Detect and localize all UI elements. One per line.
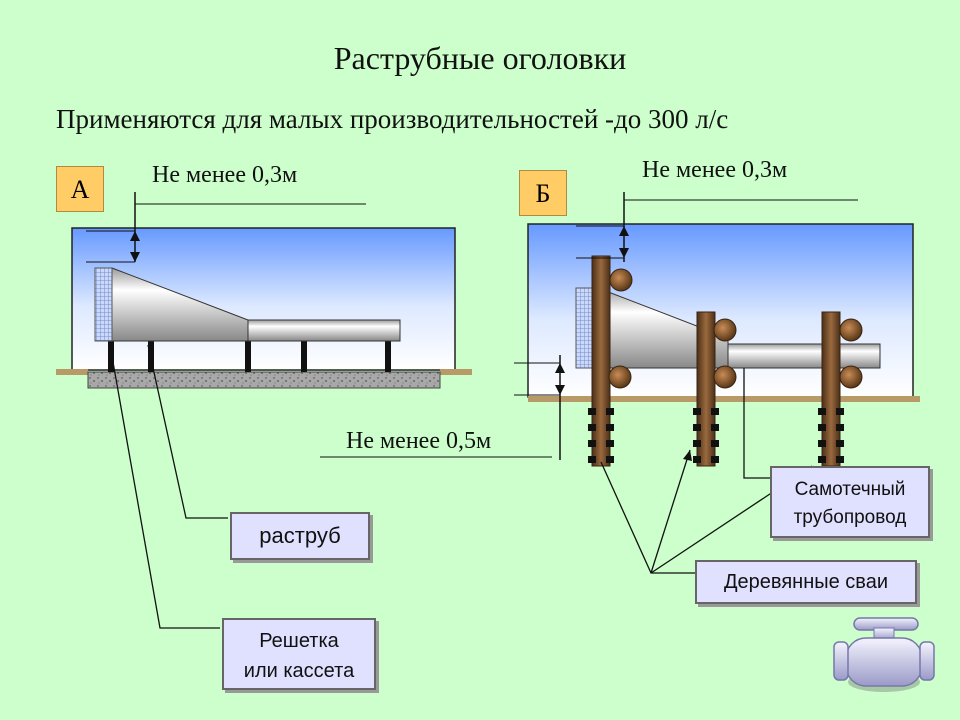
- pipe-b: [727, 343, 881, 369]
- panel-b-tag: Б: [519, 170, 567, 216]
- riverbed-b: [528, 396, 920, 402]
- panel-a-tag: А: [56, 166, 104, 212]
- callout-wooden-piles: Деревянные сваи: [695, 560, 917, 604]
- panel-b-dim-top: Не менее 0,3м: [642, 157, 788, 183]
- panel-b-dim-bottom: Не менее 0,5м: [346, 428, 492, 454]
- pipe-a: [247, 319, 401, 342]
- gravel-bed-a: [87, 371, 441, 389]
- panel-a-drawing: [56, 192, 472, 629]
- panel-a-dim-top: Не менее 0,3м: [152, 162, 298, 188]
- grate-a: [94, 267, 113, 342]
- home-nav-icon[interactable]: [832, 612, 936, 698]
- callout-pipe-line2: трубопровод: [793, 507, 907, 528]
- callout-grate-line1: Решетка: [259, 630, 339, 652]
- callout-gravity-pipe: Самотечный трубопровод: [770, 466, 930, 538]
- page-subtitle: Применяются для малых производительносте…: [56, 104, 729, 134]
- callout-grate-line2: или кассета: [243, 660, 355, 682]
- callout-pipe-line1: Самотечный: [794, 479, 906, 500]
- callout-socket: раструб: [230, 512, 370, 560]
- wooden-piles: [588, 255, 863, 467]
- page-title: Раструбные оголовки: [333, 40, 627, 76]
- panel-b-drawing: [320, 192, 920, 574]
- callout-grate: Решетка или кассета: [222, 618, 376, 690]
